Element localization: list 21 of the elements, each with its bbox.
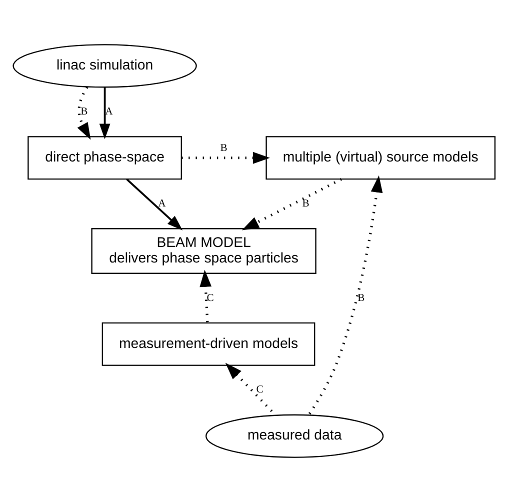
node-box: multiple (virtual) source models [266, 136, 496, 180]
node-ellipse: linac simulation [12, 44, 197, 88]
edge-label: A [105, 106, 113, 118]
edge-label: B [220, 143, 228, 154]
edge-label: C [256, 384, 264, 396]
arrow [77, 86, 91, 140]
arrow [99, 87, 110, 140]
node-ellipse: measured data [205, 414, 384, 458]
arrow [308, 175, 383, 416]
arrow [126, 178, 183, 230]
arrow [242, 178, 342, 230]
arrow [182, 152, 270, 164]
edge-label: B [302, 198, 310, 210]
node-box: BEAM MODEL delivers phase space particles [91, 228, 316, 274]
edge-label: A [158, 198, 166, 210]
edge-label: C [206, 292, 214, 304]
arrow [200, 270, 212, 323]
node-box: measurement-driven models [102, 322, 316, 366]
edge-label: B [80, 106, 88, 118]
node-box: direct phase-space [28, 136, 182, 180]
edge-label: B [358, 292, 365, 304]
